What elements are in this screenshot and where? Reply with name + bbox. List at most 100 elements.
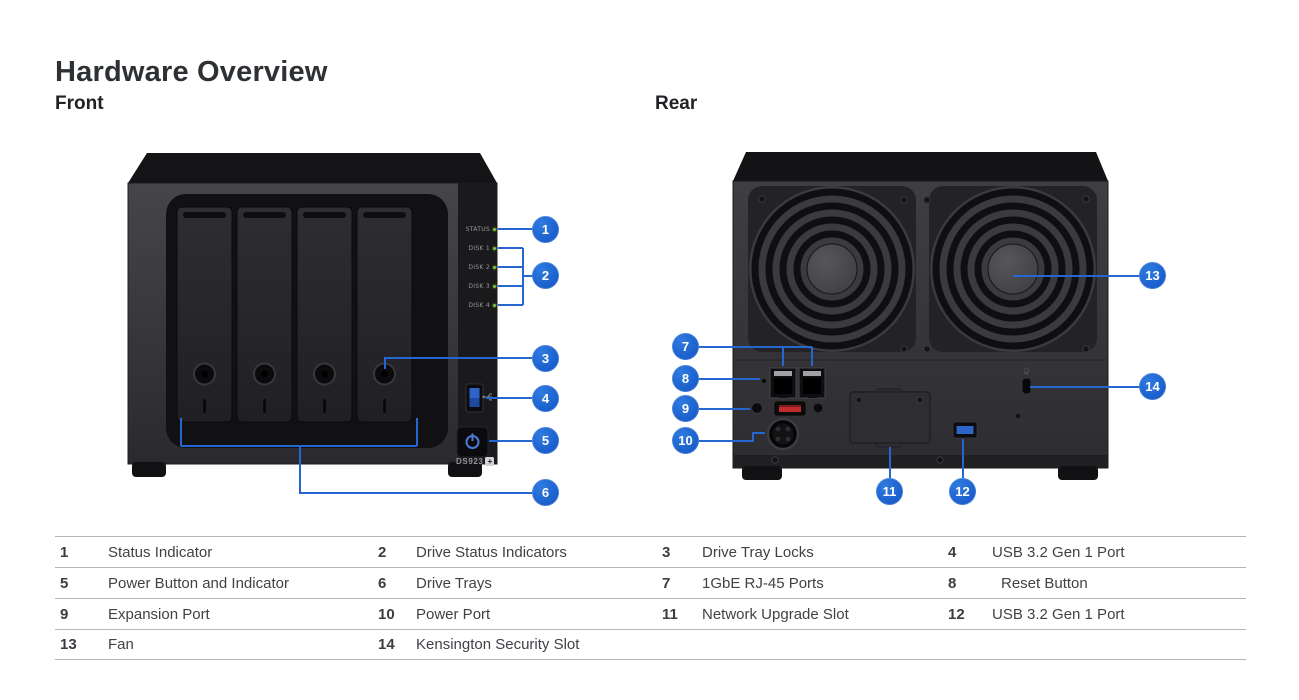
led-row-disk1: DISK 1	[424, 239, 496, 258]
led-row-disk4: DISK 4	[424, 296, 496, 315]
power-port	[766, 417, 800, 451]
callout-badge-10: 10	[672, 427, 699, 454]
callout-number: 12	[955, 484, 970, 499]
front-led-panel	[458, 183, 497, 464]
callout-line-10	[699, 432, 765, 442]
legend-num: 3	[662, 543, 671, 561]
reset-button-pinhole	[762, 379, 766, 383]
legend-num: 11	[662, 605, 678, 623]
callout-number: 2	[541, 268, 550, 283]
legend-num: 2	[378, 543, 387, 561]
callout-line-6	[180, 418, 533, 494]
status-led	[493, 228, 496, 231]
model-name: DS923	[456, 457, 484, 466]
front-foot-left	[132, 462, 166, 477]
drive-tray-4	[356, 206, 413, 423]
callout-number: 8	[681, 371, 690, 386]
legend-num: 10	[378, 605, 395, 623]
rear-usb-port	[952, 421, 978, 439]
legend-label: Reset Button	[1001, 574, 1088, 592]
callout-lines	[180, 228, 1140, 494]
callout-badge-11: 11	[876, 478, 903, 505]
legend-label: 1GbE RJ-45 Ports	[702, 574, 824, 592]
legend-num: 13	[60, 636, 77, 653]
callout-badge-12: 12	[949, 478, 976, 505]
legend-num: 7	[662, 574, 671, 592]
led-label: STATUS	[465, 226, 490, 233]
fan-right	[929, 186, 1097, 352]
drive-tray-3	[296, 206, 353, 423]
page-title: Hardware Overview	[55, 56, 328, 88]
legend-label: Expansion Port	[108, 605, 210, 623]
drive-tray-2	[236, 206, 293, 423]
legend-num: 6	[378, 574, 387, 592]
legend-num: 12	[948, 605, 965, 623]
callout-line-3	[384, 357, 533, 369]
callout-line-7	[699, 346, 813, 366]
legend-label: Kensington Security Slot	[416, 636, 580, 653]
rj45-port-2	[798, 367, 826, 399]
fan-hub	[806, 243, 858, 295]
expansion-port	[774, 401, 806, 416]
panel-screws	[758, 195, 1090, 464]
rear-jack	[751, 402, 763, 414]
legend-label: Drive Trays	[416, 574, 492, 592]
front-led-strip: STATUS DISK 1 DISK 2 DISK 3 DISK 4	[424, 220, 496, 315]
callout-number: 5	[541, 433, 550, 448]
rj45-ports	[769, 367, 826, 399]
legend-num: 9	[60, 605, 69, 623]
legend-num: 8	[948, 574, 957, 592]
legend-table: 1 Status Indicator 2 Drive Status Indica…	[55, 536, 1246, 660]
rj45-port-1	[769, 367, 797, 399]
rear-device-illustration	[732, 152, 1109, 480]
callout-badge-6: 6	[532, 479, 559, 506]
legend-num: 14	[378, 636, 395, 653]
legend-num: 1	[60, 543, 69, 561]
callout-number: 9	[681, 401, 690, 416]
led-label: DISK 4	[468, 302, 490, 309]
callout-badge-13: 13	[1139, 262, 1166, 289]
network-upgrade-slot	[849, 388, 931, 448]
legend-row-1: 1 Status Indicator 2 Drive Status Indica…	[55, 536, 1246, 567]
callout-number: 6	[541, 485, 550, 500]
front-section-label: Front	[55, 93, 104, 114]
disk2-led	[493, 266, 496, 269]
legend-label: USB 3.2 Gen 1 Port	[992, 605, 1125, 623]
callout-badge-7: 7	[672, 333, 699, 360]
callout-number: 3	[541, 351, 550, 366]
legend-row-4: 13 Fan 14 Kensington Security Slot	[55, 629, 1246, 660]
legend-row-3: 9 Expansion Port 10 Power Port 11 Networ…	[55, 598, 1246, 629]
led-row-disk3: DISK 3	[424, 277, 496, 296]
fan-hub	[987, 243, 1039, 295]
callout-number: 7	[681, 339, 690, 354]
legend-label: USB 3.2 Gen 1 Port	[992, 543, 1125, 561]
callout-badge-8: 8	[672, 365, 699, 392]
legend-label: Fan	[108, 636, 134, 653]
rear-foot-right	[1058, 466, 1098, 480]
front-usb-port	[465, 383, 484, 413]
callout-badge-9: 9	[672, 395, 699, 422]
power-button	[456, 426, 489, 458]
callout-line-2	[498, 247, 533, 306]
callout-number: 4	[541, 391, 550, 406]
model-badge: DS923 +	[456, 457, 495, 466]
legend-label: Network Upgrade Slot	[702, 605, 849, 623]
legend-row-2: 5 Power Button and Indicator 6 Drive Tra…	[55, 567, 1246, 598]
legend-label: Drive Tray Locks	[702, 543, 814, 561]
fan-left	[748, 186, 916, 352]
legend-label: Drive Status Indicators	[416, 543, 567, 561]
led-row-disk2: DISK 2	[424, 258, 496, 277]
console-jack	[812, 402, 824, 414]
callout-number: 11	[882, 484, 897, 499]
legend-label: Power Button and Indicator	[108, 574, 289, 592]
legend-label: Power Port	[416, 605, 491, 623]
disk1-led	[493, 247, 496, 250]
callout-badge-3: 3	[532, 345, 559, 372]
led-row-status: STATUS	[424, 220, 496, 239]
callout-badge-2: 2	[532, 262, 559, 289]
legend-num: 5	[60, 574, 69, 592]
model-plus-icon: +	[485, 457, 495, 466]
front-device-illustration	[127, 153, 498, 477]
